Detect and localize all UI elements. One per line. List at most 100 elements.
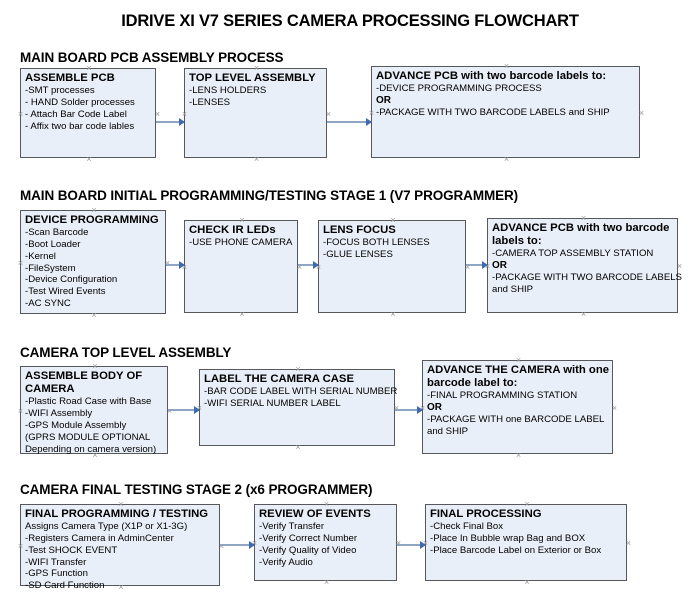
process-box-line: -USE PHONE CAMERA xyxy=(189,237,293,249)
process-box-title: ADVANCE THE CAMERA with one barcode labe… xyxy=(427,364,610,390)
flow-arrow[interactable] xyxy=(166,264,184,266)
connection-handle-bottom[interactable] xyxy=(295,444,302,451)
process-box-line: (GPRS MODULE OPTIONAL xyxy=(25,431,151,443)
process-box-line: -WIFI SERIAL NUMBER LABEL xyxy=(204,397,341,409)
process-box[interactable]: FINAL PROCESSING -Check Final Box-Place … xyxy=(425,504,627,581)
section-header: MAIN BOARD PCB ASSEMBLY PROCESS xyxy=(20,50,284,65)
process-box[interactable]: CHECK IR LEDs-USE PHONE CAMERA xyxy=(184,220,298,313)
connection-handle-bottom[interactable] xyxy=(524,579,531,586)
process-box-content: ASSEMBLE BODY OF CAMERA-Plastic Road Cas… xyxy=(21,367,167,457)
connection-handle-left[interactable] xyxy=(17,260,24,267)
connection-handle-right[interactable] xyxy=(638,110,645,117)
connection-handle-top[interactable] xyxy=(239,217,246,224)
process-box[interactable]: ADVANCE THE CAMERA with one barcode labe… xyxy=(422,360,613,454)
process-box-title: LENS FOCUS xyxy=(323,224,396,236)
connection-handle-top[interactable] xyxy=(86,65,93,72)
process-box-line: -WIFI Assembly xyxy=(25,408,93,420)
process-box-line: Depending on camera version) xyxy=(25,443,157,455)
flow-arrow[interactable] xyxy=(395,409,422,411)
process-box-line: -PACKAGE WITH TWO BARCODE LABELS xyxy=(492,272,682,284)
process-box-title: FINAL PROGRAMMING / TESTING xyxy=(25,508,209,520)
flow-arrow[interactable] xyxy=(298,264,318,266)
flow-arrow[interactable] xyxy=(156,121,184,123)
connection-handle-bottom[interactable] xyxy=(92,452,99,459)
process-box-line: -LENS HOLDERS xyxy=(189,85,267,97)
process-box-content: ADVANCE THE CAMERA with one barcode labe… xyxy=(423,361,612,440)
connection-handle-bottom[interactable] xyxy=(91,312,98,319)
connection-handle-right[interactable] xyxy=(676,263,683,270)
process-box[interactable]: LABEL THE CAMERA CASE-BAR CODE LABEL WIT… xyxy=(199,366,397,446)
process-box-line: -DEVICE PROGRAMMING PROCESS xyxy=(376,83,542,95)
process-box-line: OR xyxy=(427,402,442,414)
process-box[interactable]: ASSEMBLE BODY OF CAMERA-Plastic Road Cas… xyxy=(17,363,168,457)
process-box[interactable]: ADVANCE PCB with two barcode labels to:-… xyxy=(371,66,640,158)
process-box-content: DEVICE PROGRAMMING-Scan Barcode-Boot Loa… xyxy=(21,211,165,312)
connection-handle-top[interactable] xyxy=(295,366,302,373)
process-box[interactable]: TOP LEVEL ASSEMBLY-LENS HOLDERS-LENSES xyxy=(184,68,327,158)
connection-handle-top[interactable] xyxy=(118,501,125,508)
connection-handle-left[interactable] xyxy=(17,408,24,415)
connection-handle-bottom[interactable] xyxy=(239,311,246,318)
connection-handle-top[interactable] xyxy=(323,501,330,508)
process-box-line: -SMT processes xyxy=(25,85,95,97)
flow-arrow[interactable] xyxy=(466,264,487,266)
connection-handle-left[interactable] xyxy=(368,110,375,117)
process-box-title: FINAL PROCESSING xyxy=(430,508,542,520)
flow-arrow[interactable] xyxy=(220,544,254,546)
process-box-content: CHECK IR LEDs-USE PHONE CAMERA xyxy=(185,221,297,251)
connection-handle-bottom[interactable] xyxy=(503,156,510,163)
flow-arrow[interactable] xyxy=(327,121,371,123)
process-box-line: -WIFI Transfer xyxy=(25,556,87,568)
process-box-title: ASSEMBLE BODY OF CAMERA xyxy=(25,370,143,396)
connection-handle-right[interactable] xyxy=(154,111,161,118)
connection-handle-top[interactable] xyxy=(515,357,522,364)
section-header: CAMERA TOP LEVEL ASSEMBLY xyxy=(20,345,232,360)
connection-handle-bottom[interactable] xyxy=(86,156,93,163)
connection-handle-top[interactable] xyxy=(580,215,587,222)
connection-handle-bottom[interactable] xyxy=(515,452,522,459)
process-box[interactable]: ADVANCE PCB with two barcode labels to:-… xyxy=(487,215,682,313)
flow-arrow[interactable] xyxy=(397,544,425,546)
connection-handle-left[interactable] xyxy=(181,111,188,118)
process-box-line: -FileSystem xyxy=(25,262,76,274)
connection-handle-top[interactable] xyxy=(91,207,98,214)
process-box-line: -Verify Transfer xyxy=(259,521,325,533)
process-box-line: -Verify Quality of Video xyxy=(259,544,357,556)
connection-handle-left[interactable] xyxy=(17,111,24,118)
connection-handle-right[interactable] xyxy=(325,111,332,118)
process-box[interactable]: REVIEW OF EVENTS-Verify Transfer -Verify … xyxy=(254,504,397,581)
connection-handle-right[interactable] xyxy=(611,405,618,412)
process-box[interactable]: ASSEMBLE PCB-SMT processes- HAND Solder … xyxy=(20,68,156,158)
flow-arrow[interactable] xyxy=(168,409,199,411)
process-box-content: ADVANCE PCB with two barcode labels to:-… xyxy=(372,67,639,121)
connection-handle-bottom[interactable] xyxy=(580,311,587,318)
section-header: CAMERA FINAL TESTING STAGE 2 (x6 PROGRAM… xyxy=(20,482,373,497)
process-box-line: OR xyxy=(376,94,391,106)
process-box-line: -SD Card Function xyxy=(25,580,105,592)
process-box-line: -Place In Bubble wrap Bag and BOX xyxy=(430,532,586,544)
connection-handle-top[interactable] xyxy=(390,217,397,224)
process-box-content: LABEL THE CAMERA CASE-BAR CODE LABEL WIT… xyxy=(200,370,397,412)
process-box-content: ADVANCE PCB with two barcode labels to:-… xyxy=(488,219,682,298)
connection-handle-right[interactable] xyxy=(625,540,632,547)
process-box-line: - Attach Bar Code Label xyxy=(25,108,127,120)
process-box[interactable]: DEVICE PROGRAMMING-Scan Barcode-Boot Loa… xyxy=(20,210,166,314)
process-box-title: ADVANCE PCB with two barcode labels to: xyxy=(376,70,607,82)
connection-handle-bottom[interactable] xyxy=(323,579,330,586)
process-box-line: -GPS Function xyxy=(25,568,88,580)
process-box-title: REVIEW OF EVENTS xyxy=(259,508,371,520)
connection-handle-top[interactable] xyxy=(253,65,260,72)
connection-handle-top[interactable] xyxy=(524,501,531,508)
connection-handle-top[interactable] xyxy=(503,63,510,70)
process-box-title: DEVICE PROGRAMMING xyxy=(25,214,159,226)
process-box-title: CHECK IR LEDs xyxy=(189,224,276,236)
process-box[interactable]: LENS FOCUS-FOCUS BOTH LENSES-GLUE LENSES xyxy=(318,220,466,313)
connection-handle-left[interactable] xyxy=(17,543,24,550)
connection-handle-bottom[interactable] xyxy=(390,311,397,318)
connection-handle-top[interactable] xyxy=(92,363,99,370)
connection-handle-bottom[interactable] xyxy=(253,156,260,163)
connection-handle-bottom[interactable] xyxy=(118,584,125,591)
process-box-line: Assigns Camera Type (X1P or X1-3G) xyxy=(25,521,188,533)
